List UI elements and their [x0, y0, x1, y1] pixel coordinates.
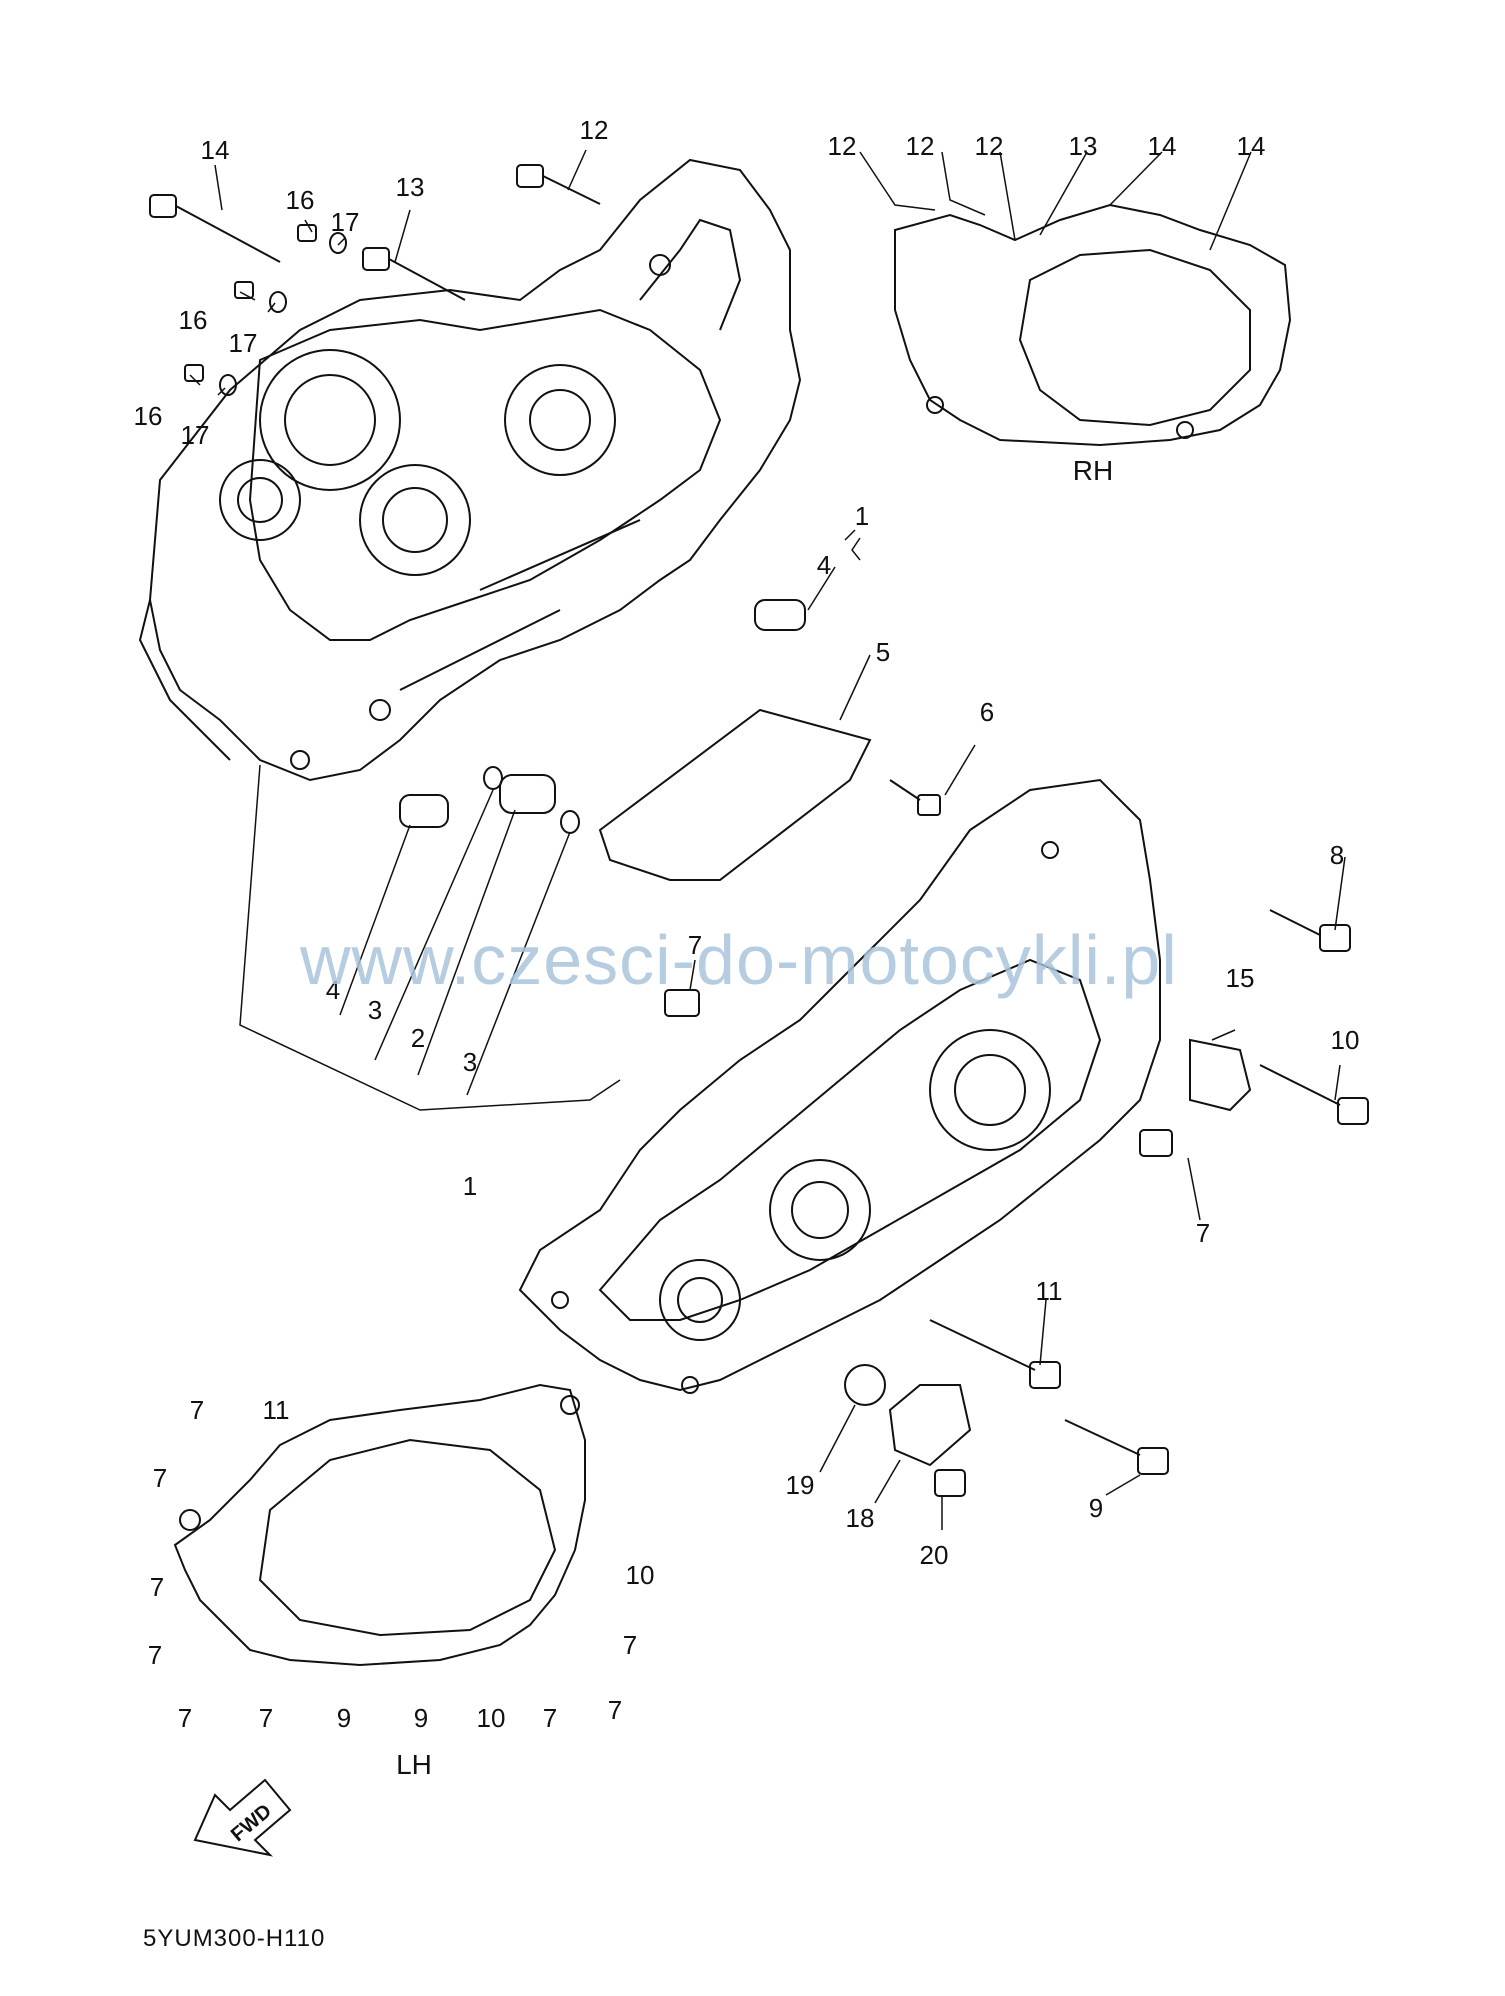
callout-7: 7: [622, 1630, 638, 1660]
oil-baffle-5: [598, 708, 872, 881]
callout-7: 7: [177, 1703, 193, 1733]
callout-13: 13: [1068, 131, 1098, 161]
callout-5: 5: [875, 637, 891, 667]
callout-20: 20: [919, 1540, 949, 1570]
fwd-arrow-outline: [193, 1778, 292, 1857]
callout-7: 7: [687, 930, 703, 960]
lower-crankcase-half: [518, 778, 1161, 1394]
dowel-4-upper: [754, 599, 806, 631]
callout-7: 7: [1195, 1218, 1211, 1248]
callout-7: 7: [542, 1703, 558, 1733]
callout-11: 11: [262, 1395, 290, 1425]
bolt-13: [362, 247, 466, 301]
callout-16: 16: [133, 401, 163, 431]
callout-17: 17: [330, 207, 360, 237]
watermark: www.czesci-do-motocykli.pl: [300, 921, 1178, 999]
callout-2: 2: [410, 1023, 426, 1053]
callout-9: 9: [413, 1703, 429, 1733]
cap-18: [888, 1384, 972, 1467]
callout-8: 8: [1329, 840, 1345, 870]
callout-9: 9: [1088, 1493, 1104, 1523]
bolt-11: [929, 1319, 1061, 1389]
upper-crankcase-half: [138, 158, 802, 782]
callout-18: 18: [845, 1503, 875, 1533]
callout-7: 7: [149, 1572, 165, 1602]
washer-17-b: [269, 291, 287, 313]
callout-7: 7: [152, 1463, 168, 1493]
bolt-7-b: [1139, 1129, 1173, 1157]
rh-label: RH: [1072, 455, 1114, 486]
callout-7: 7: [189, 1395, 205, 1425]
callout-12: 12: [905, 131, 935, 161]
callout-13: 13: [395, 172, 425, 202]
washer-17-a: [329, 232, 347, 254]
callout-14: 14: [1147, 131, 1177, 161]
dowel-4-lower: [399, 794, 449, 828]
dowel-2: [499, 774, 556, 814]
right-crankcase-cover: [894, 203, 1292, 447]
callout-4: 4: [816, 550, 832, 580]
oring-3-b: [560, 810, 580, 834]
callout-17: 17: [228, 328, 258, 358]
washer-17-c: [219, 374, 237, 396]
callout-7: 7: [258, 1703, 274, 1733]
bolt-7-a: [664, 989, 700, 1017]
leader-lines: [189, 149, 1346, 1530]
callout-1: 1: [462, 1171, 478, 1201]
bolt-6: [889, 779, 941, 816]
callout-4: 4: [325, 975, 341, 1005]
callout-14: 14: [200, 135, 230, 165]
callout-10: 10: [1330, 1025, 1360, 1055]
callout-10: 10: [625, 1560, 655, 1590]
bolt-16-b: [234, 281, 254, 299]
callout-12: 12: [974, 131, 1004, 161]
bolt-10: [1259, 1064, 1369, 1125]
callout-15: 15: [1225, 963, 1255, 993]
diagram-code: 5YUM300-H110: [143, 1925, 326, 1952]
callout-6: 6: [979, 697, 995, 727]
bolt-9: [1064, 1419, 1169, 1475]
bolt-14: [149, 194, 281, 263]
callout-7: 7: [607, 1695, 623, 1725]
callout-19: 19: [785, 1470, 815, 1500]
oring-3-a: [483, 766, 503, 790]
bolt-8: [1269, 909, 1351, 952]
callout-16: 16: [285, 185, 315, 215]
left-crankcase-cover: [173, 1383, 586, 1667]
callout-14: 14: [1236, 131, 1266, 161]
callout-11: 11: [1035, 1276, 1063, 1306]
callout-16: 16: [178, 305, 208, 335]
lh-label: LH: [396, 1749, 432, 1780]
callout-1: 1: [854, 501, 870, 531]
callout-9: 9: [336, 1703, 352, 1733]
callout-12: 12: [827, 131, 857, 161]
callout-12: 12: [579, 115, 609, 145]
bolt-20: [934, 1469, 966, 1497]
bolt-16-c: [184, 364, 204, 382]
bolt-12-upper: [516, 164, 601, 205]
bolt-16-a: [297, 224, 317, 242]
oring-19: [844, 1364, 886, 1406]
callout-10: 10: [476, 1703, 506, 1733]
bracket-15: [1189, 1038, 1252, 1112]
callout-17: 17: [180, 420, 210, 450]
callout-3: 3: [367, 995, 383, 1025]
callout-7: 7: [147, 1640, 163, 1670]
callout-3: 3: [462, 1047, 478, 1077]
